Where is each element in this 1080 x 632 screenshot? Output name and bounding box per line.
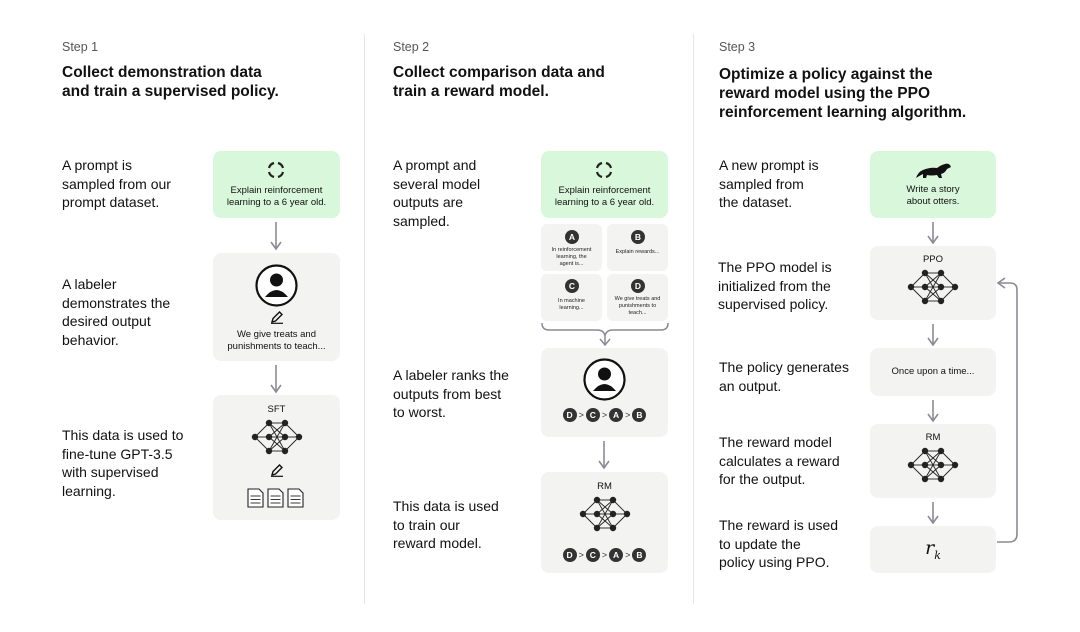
output-card-c: C In machine learning... — [541, 274, 602, 321]
rank-badge: B — [632, 408, 647, 422]
step2-label: Step 2 — [393, 40, 430, 54]
step1-prompt-text-2: learning to a 6 year old. — [226, 197, 327, 208]
column-divider — [693, 34, 694, 604]
step3-prompt-text-1: Write a story — [906, 184, 960, 195]
pencil-icon — [270, 464, 283, 477]
rank-badge: C — [585, 408, 600, 422]
rank-badge: A — [609, 408, 624, 422]
output-letter-badge: D — [631, 279, 645, 293]
arrow-down-icon — [927, 400, 939, 423]
output-letter-badge: B — [631, 230, 645, 244]
step3-prompt-text-2: about otters. — [906, 196, 960, 207]
step1-demo-box: We give treats and punishments to teach.… — [213, 253, 340, 361]
sft-label: SFT — [267, 404, 286, 415]
step1-sft-box: SFT — [213, 395, 340, 520]
step2-prompt-text-2: learning to a 6 year old. — [554, 197, 655, 208]
step3-reward-box: rk — [870, 526, 996, 573]
step3-rm-box: RM — [870, 424, 996, 498]
arrow-down-icon — [927, 222, 939, 245]
step3-title: Optimize a policy against the reward mod… — [719, 66, 967, 121]
document-icon — [247, 488, 304, 508]
step3-ppo-box: PPO — [870, 246, 996, 320]
output-letter-badge: A — [565, 230, 579, 244]
column-divider — [364, 34, 365, 604]
output-card-a: A In reinforcement learning, the agent i… — [541, 224, 602, 271]
step2-rank-box: D > C > A > B — [541, 348, 668, 437]
arrow-down-icon — [598, 441, 610, 470]
step1-title: Collect demonstration data and train a s… — [62, 64, 279, 100]
brace-icon — [541, 322, 669, 347]
arrow-down-icon — [927, 502, 939, 525]
pencil-icon — [270, 311, 283, 324]
step2-rm-box: RM D > C > A > B — [541, 472, 668, 573]
ranking-row: D > C > A > B — [541, 548, 668, 562]
rank-badge: D — [562, 408, 577, 422]
output-card-b: B Explain rewards... — [607, 224, 668, 271]
step2-prompt-text-1: Explain reinforcement — [558, 185, 651, 196]
cycle-icon — [595, 161, 613, 179]
ranking-row: D > C > A > B — [541, 408, 668, 422]
arrow-down-icon — [270, 222, 282, 251]
arrow-down-icon — [270, 365, 282, 394]
neural-network-icon — [251, 419, 303, 455]
output-letter-badge: C — [565, 279, 579, 293]
rm-label: RM — [597, 481, 612, 492]
neural-network-icon — [579, 496, 631, 532]
person-icon — [255, 264, 298, 307]
step1-label: Step 1 — [62, 40, 99, 54]
step2-title: Collect comparison data and train a rewa… — [393, 64, 605, 100]
otter-icon — [916, 163, 951, 178]
rank-badge: C — [585, 548, 600, 562]
neural-network-icon — [907, 447, 959, 483]
output-text: Once upon a time... — [891, 366, 975, 377]
arrow-down-icon — [927, 324, 939, 347]
step3-prompt-box: Write a story about otters. — [870, 151, 996, 218]
reward-symbol: rk — [925, 537, 941, 562]
rank-badge: D — [562, 548, 577, 562]
ppo-label: PPO — [922, 254, 944, 265]
step1-demo-text-2: punishments to teach... — [227, 341, 326, 352]
output-card-d: D We give treats and punishments to teac… — [607, 274, 668, 321]
feedback-arrow-icon — [996, 277, 1018, 543]
step2-prompt-box: Explain reinforcement learning to a 6 ye… — [541, 151, 668, 218]
rank-badge: B — [632, 548, 647, 562]
rm-label: RM — [925, 432, 941, 443]
cycle-icon — [267, 161, 285, 179]
neural-network-icon — [907, 269, 959, 305]
step1-demo-text-1: We give treats and — [236, 329, 317, 340]
step3-output-box: Once upon a time... — [870, 348, 996, 396]
step1-prompt-box: Explain reinforcement learning to a 6 ye… — [213, 151, 340, 218]
step3-label: Step 3 — [719, 40, 756, 54]
person-icon — [583, 358, 626, 401]
rank-badge: A — [609, 548, 624, 562]
step1-prompt-text-1: Explain reinforcement — [230, 185, 323, 196]
